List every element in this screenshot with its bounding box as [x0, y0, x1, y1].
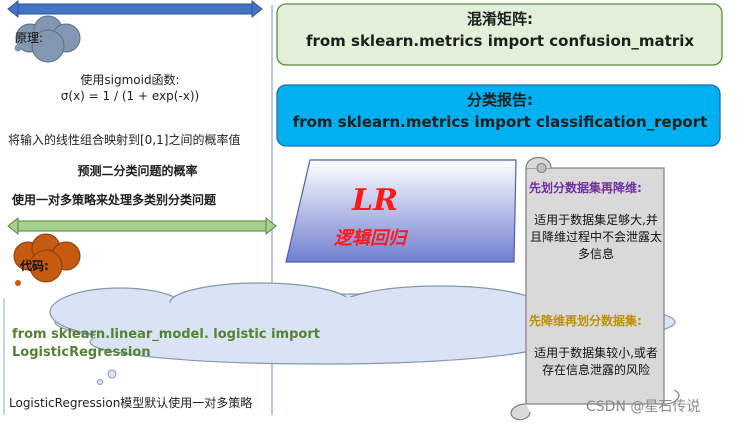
code-cloud [13, 233, 81, 286]
csdn-watermark: CSDN @星石传说 [586, 399, 701, 415]
classification-title: 分类报告: [467, 91, 533, 109]
classification-box [276, 84, 721, 147]
confusion-title: 混淆矩阵: [467, 10, 533, 28]
middle-double-arrow [7, 216, 277, 236]
scroll-second-desc: 适用于数据集较小,或者存在信息泄露的风险 [534, 346, 658, 377]
default-strategy: LogisticRegression模型默认使用一对多策略 [9, 396, 253, 410]
import-code: from sklearn.linear_model. logistic impo… [12, 327, 320, 360]
lr-subtitle: 逻辑回归 [334, 228, 406, 249]
top-double-arrow [7, 0, 263, 19]
classification-code: from sklearn.metrics import classificati… [292, 113, 708, 131]
mapping-text: 将输入的线性组合映射到[0,1]之间的概率值 [8, 133, 241, 147]
sigmoid-formula: σ(x) = 1 / (1 + exp(-x)) [60, 89, 200, 103]
scroll-first-title: 先划分数据集再降维: [529, 181, 642, 195]
import-cloud [49, 282, 676, 385]
principle-cloud [14, 15, 81, 63]
confusion-code: from sklearn.metrics import confusion_ma… [305, 32, 695, 50]
scroll-second-title: 先降维再划分数据集: [529, 314, 642, 328]
lr-title: LR [351, 183, 399, 218]
binary-text: 预测二分类问题的概率 [77, 164, 198, 178]
code-label: 代码: [20, 259, 49, 273]
scroll-first-desc: 适用于数据集足够大,并且降维过程中不会泄露太多信息 [530, 213, 663, 261]
scroll-shape [510, 156, 680, 421]
sigmoid-heading: 使用sigmoid函数: [80, 73, 180, 87]
principle-label: 原理: [15, 31, 44, 45]
confusion-box [276, 3, 723, 66]
lr-trapezoid [285, 159, 517, 263]
multi-text: 使用一对多策略来处理多类别分类问题 [12, 193, 217, 207]
